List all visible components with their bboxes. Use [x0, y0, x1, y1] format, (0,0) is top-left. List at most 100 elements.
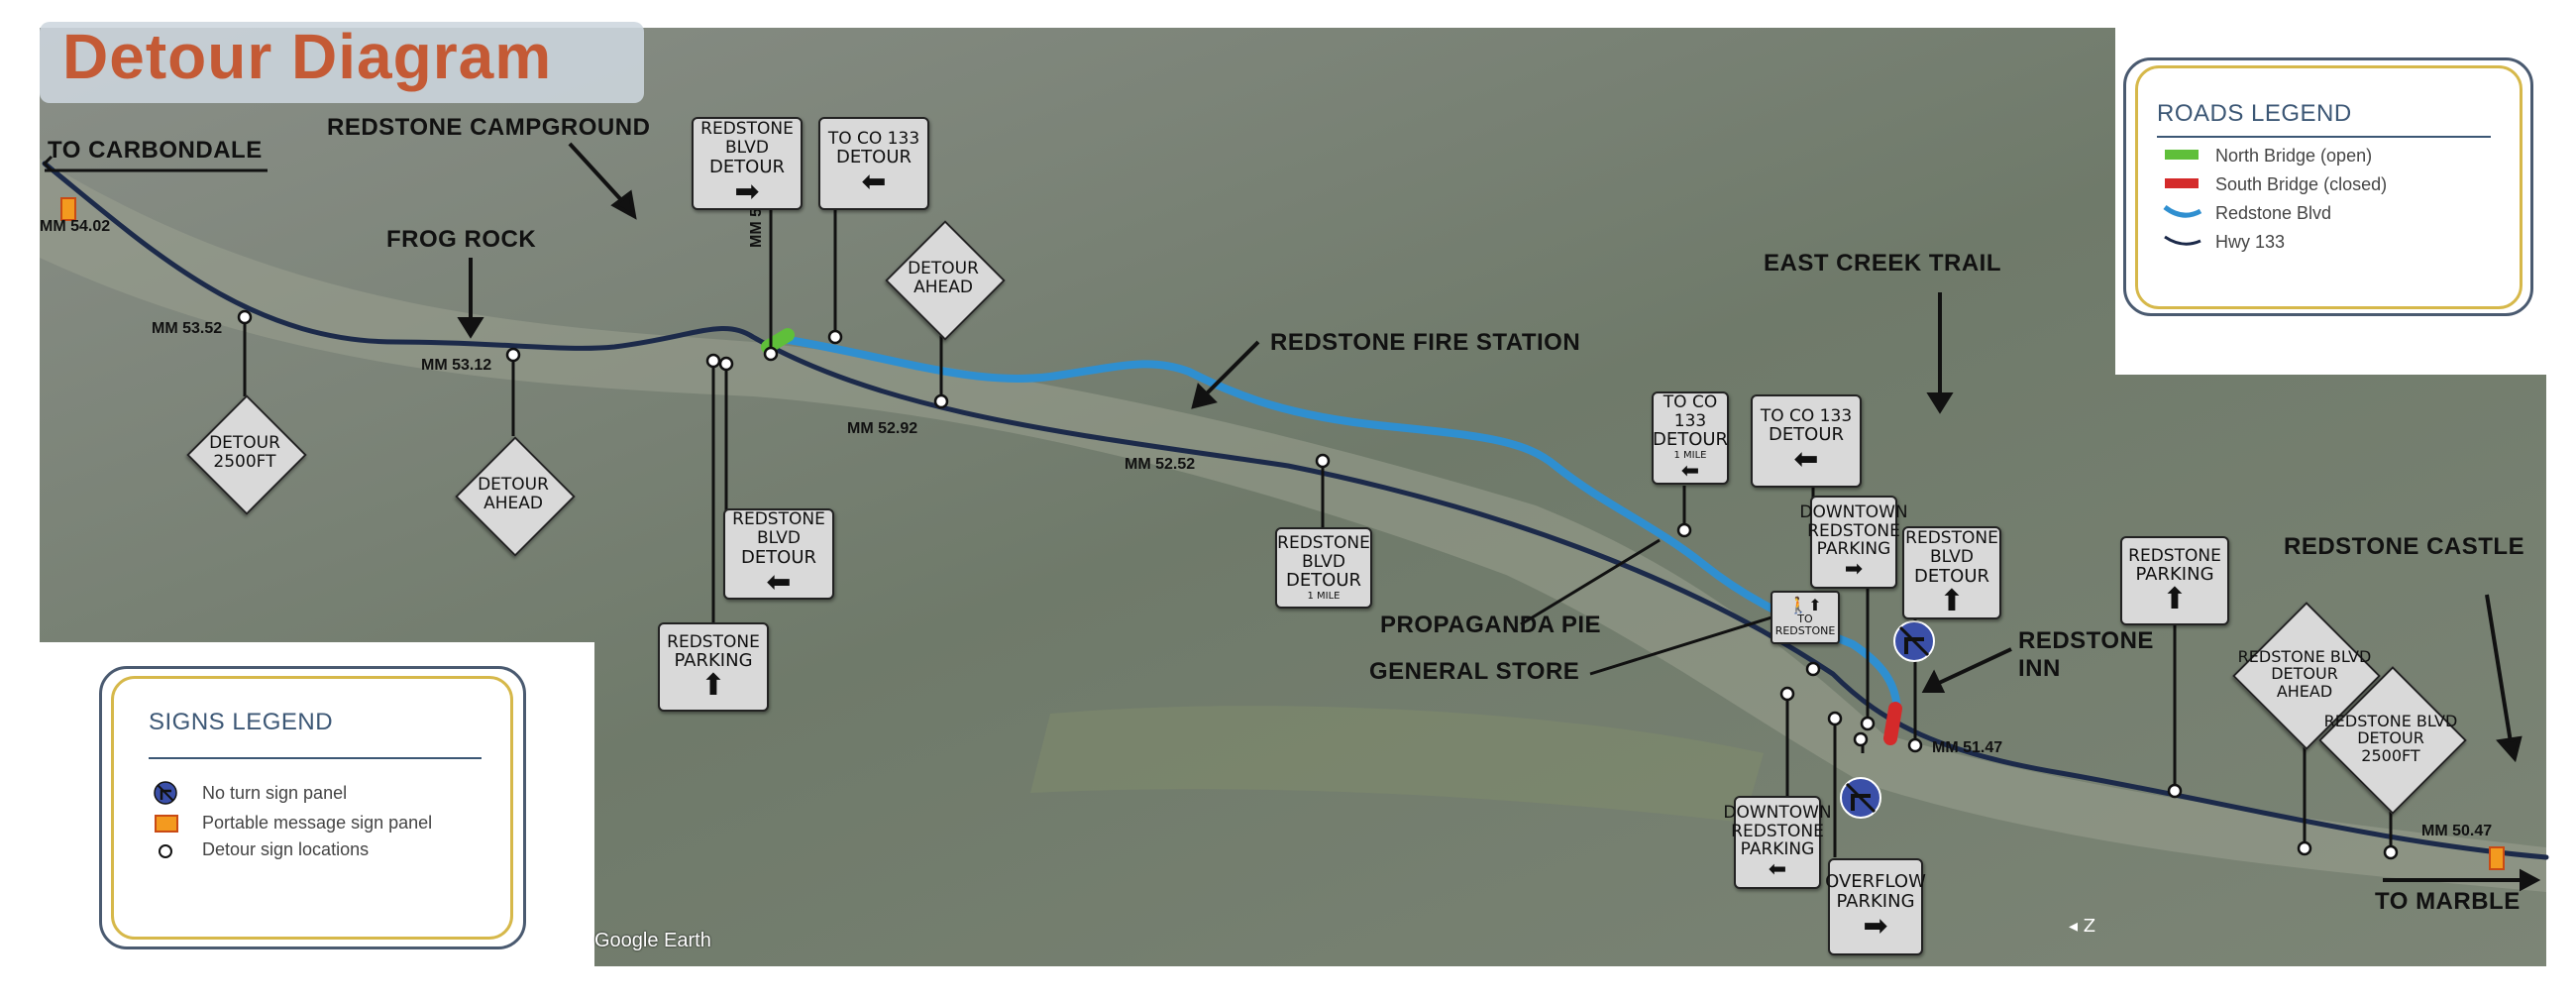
roads-legend-frame — [2135, 65, 2522, 309]
arrow-left-icon: ⬅ — [861, 165, 887, 200]
pointer-arrowhead — [457, 317, 484, 339]
pointer-arrowhead — [1926, 392, 1954, 414]
label-east-creek-trail: EAST CREEK TRAIL — [1764, 250, 2002, 277]
detour-location-dot — [2383, 844, 2399, 860]
legend-item-redstone-blvd: Redstone Blvd — [2215, 203, 2332, 223]
arrow-left-icon: ⬅ — [766, 564, 792, 600]
pointer-arrow — [1202, 340, 1260, 398]
arrow-left-icon: ⬅ — [1768, 857, 1787, 883]
mile-marker: MM 50.47 — [2421, 823, 2493, 839]
detour-location-dot — [705, 353, 721, 369]
arrow-right-icon: ➡ — [734, 173, 760, 209]
pointer-arrowhead — [610, 189, 637, 220]
pointer-arrow — [1936, 647, 2012, 686]
label-redstone-castle: REDSTONE CASTLE — [2284, 533, 2525, 560]
sign-overflow-parking: OVERFLOW PARKING ➡ — [1825, 858, 1926, 955]
arrow-up-icon: ⬆ — [1939, 583, 1965, 618]
label-redstone-inn: REDSTONE — [2018, 627, 2154, 654]
signs-legend-frame — [111, 676, 513, 940]
detour-location-dot-icon — [159, 844, 172, 858]
detour-location-dot — [1315, 453, 1331, 469]
sign-to-co-133-detour: TO CO 133 DETOUR ⬅ — [1751, 394, 1862, 488]
label-redstone-inn: INN — [2018, 655, 2061, 682]
sign-downtown-redstone-parking: DOWNTOWN REDSTONE PARKING ➡ — [1799, 496, 1908, 589]
sign-redstone-blvd-detour: REDSTONE BLVD DETOUR ⬅ — [723, 508, 834, 600]
detour-location-dot — [1827, 711, 1843, 726]
sign-detour-ahead: DETOUR AHEAD — [885, 220, 1006, 341]
detour-location-dot — [237, 309, 253, 325]
sign-redstone-blvd-detour-1-mile: REDSTONE BLVD DETOUR 1 MILE — [1275, 527, 1372, 609]
detour-location-dot — [2297, 840, 2312, 856]
pointer-arrowhead — [2496, 735, 2522, 763]
river-wash — [40, 159, 2546, 892]
detour-location-dot — [1853, 731, 1869, 747]
portable-message-sign-icon — [2489, 846, 2505, 870]
arrow-left-icon: ⬅ — [1793, 442, 1819, 478]
sign-to-co-133-detour: TO CO 133 DETOUR ⬅ — [818, 117, 929, 210]
mile-marker: MM 54.02 — [40, 218, 111, 235]
no-turn-icon — [1840, 777, 1881, 819]
no-turn-icon — [1893, 620, 1935, 662]
detour-location-dot — [1676, 522, 1692, 538]
pointer-arrow — [568, 142, 626, 205]
label-general-store: GENERAL STORE — [1369, 658, 1580, 685]
sign-redstone-blvd-detour: REDSTONE BLVD DETOUR ⬆ — [1902, 526, 2001, 619]
detour-location-dot — [763, 346, 779, 362]
sign-to-redstone: 🚶⬆ TO REDSTONE — [1771, 591, 1840, 644]
sign-redstone-blvd-detour-ahead: REDSTONE BLVD DETOUR AHEAD — [2230, 600, 2381, 750]
signs-legend-title: SIGNS LEGEND — [149, 709, 334, 735]
sign-downtown-redstone-parking: DOWNTOWN REDSTONE PARKING ⬅ — [1723, 796, 1832, 889]
carbondale-arrow — [42, 155, 54, 172]
detour-location-dot — [827, 329, 843, 345]
hwy-133-road — [42, 161, 2549, 860]
google-earth-attribution: Google Earth — [594, 930, 711, 951]
no-turn-icon — [154, 781, 177, 805]
legend-item-portable-message-sign: Portable message sign panel — [202, 813, 433, 833]
pointer-arrow — [2485, 594, 2514, 749]
meadow — [1030, 706, 1764, 823]
arrow-left-icon: ⬅ — [1680, 459, 1700, 485]
sign-detour-2500ft: DETOUR 2500FT — [186, 394, 307, 515]
north-marker: ◂ Z — [2069, 916, 2095, 937]
pedestrian-icon: 🚶⬆ — [1788, 595, 1822, 614]
detour-location-dot — [1860, 716, 1876, 731]
mile-marker: MM 51.47 — [1932, 739, 2003, 756]
sign-redstone-parking: REDSTONE PARKING ⬆ — [2120, 536, 2229, 625]
portable-message-sign-icon — [60, 197, 76, 221]
page-title: Detour Diagram — [62, 21, 553, 92]
redstone-blvd-swatch — [2163, 204, 2202, 218]
detour-location-dot — [505, 347, 521, 363]
legend-item-no-turn: No turn sign panel — [202, 783, 348, 803]
detour-location-dot — [718, 356, 734, 372]
label-to-carbondale: TO CARBONDALE — [48, 137, 263, 164]
mile-marker: MM 53.52 — [152, 320, 223, 337]
detour-location-dot — [2167, 783, 2183, 799]
label-frog-rock: FROG ROCK — [386, 226, 537, 253]
sign-redstone-blvd-detour-2500ft: REDSTONE BLVD DETOUR 2500FT — [2316, 664, 2467, 815]
legend-item-hwy-133: Hwy 133 — [2215, 232, 2286, 252]
sign-detour-ahead: DETOUR AHEAD — [455, 436, 576, 557]
sign-redstone-parking: REDSTONE PARKING ⬆ — [658, 622, 769, 712]
pointer-arrowhead — [2520, 868, 2541, 892]
sign-redstone-blvd-detour: REDSTONE BLVD DETOUR ➡ — [692, 117, 803, 210]
detour-location-dot — [933, 393, 949, 409]
label-to-marble: TO MARBLE — [2375, 888, 2521, 915]
legend-divider — [2157, 136, 2491, 138]
legend-divider — [149, 757, 482, 759]
mile-marker: MM 52.52 — [1125, 456, 1196, 473]
title-panel — [40, 22, 644, 103]
label-propaganda-pie: PROPAGANDA PIE — [1380, 612, 1602, 638]
mile-marker: MM 53.12 — [421, 357, 492, 374]
leader-line — [1520, 538, 1661, 626]
legend-item-north-bridge: North Bridge (open) — [2215, 146, 2373, 166]
signs-legend — [99, 666, 526, 949]
pointer-arrowhead — [1921, 669, 1946, 693]
hwy-133-swatch — [2164, 235, 2201, 246]
detour-location-dot — [1805, 661, 1821, 677]
legend-item-south-bridge: South Bridge (closed) — [2215, 174, 2388, 194]
north-bridge-swatch — [2165, 150, 2199, 160]
south-bridge — [1883, 702, 1902, 745]
arrow-up-icon: ⬆ — [2162, 582, 2188, 617]
pointer-arrowhead — [1191, 383, 1218, 409]
